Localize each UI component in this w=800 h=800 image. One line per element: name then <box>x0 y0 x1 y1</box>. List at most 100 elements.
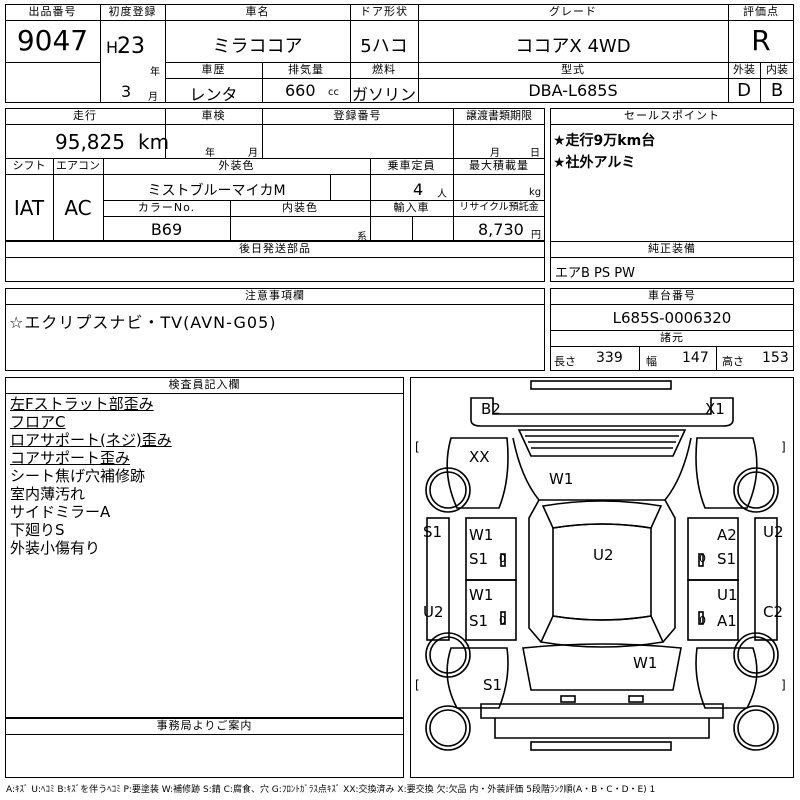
sales-points-label: セールスポイント <box>624 109 720 122</box>
first-reg-label: 初度登録 <box>108 5 157 18</box>
reg-month: 3 <box>121 82 132 101</box>
ext-color: ミストブルーマイカM <box>147 183 286 199</box>
transfer-day-unit: 日 <box>530 148 540 159</box>
caution-label: 注意事項欄 <box>245 289 305 302</box>
model-code: DBA-L685S <box>528 81 618 100</box>
load-unit: kg <box>529 187 542 198</box>
transfer-label: 譲渡書類期限 <box>466 109 532 122</box>
import-label: 輸入車 <box>393 201 430 214</box>
ac: AC <box>64 196 92 220</box>
recycle-amount: 8,730 <box>478 220 524 239</box>
inspector-note-2: フロアC <box>10 413 66 431</box>
car-name: ミラココア <box>212 36 303 57</box>
model-label: 型式 <box>561 63 585 76</box>
diagram-label-w1-fl: W1 <box>469 526 494 544</box>
diagram-label-a1-rr: A1 <box>717 612 737 630</box>
diagram-label-zero-rr: 0 <box>699 614 706 627</box>
displacement: 660 <box>285 81 316 100</box>
diagram-label-u2-right: U2 <box>763 523 784 541</box>
chassis-block <box>550 288 794 371</box>
diagram-label-b2: B2 <box>481 400 501 418</box>
mileage: 95,825 <box>55 130 125 154</box>
grade-label: グレード <box>549 5 597 18</box>
diagram-label-w1-rear: W1 <box>633 654 658 672</box>
diagram-label-s1-fr: S1 <box>717 550 737 568</box>
diagram-label-zero-fr: 0 <box>699 552 706 565</box>
diagram-bracket-r2: ] <box>781 678 786 692</box>
month-unit: 月 <box>148 92 158 103</box>
diagram-label-zero-rl: 0 <box>499 614 506 627</box>
ext-color-label: 外装色 <box>218 159 255 172</box>
ac-label: エアコン <box>56 159 100 172</box>
load-label: 最大積載量 <box>469 159 529 172</box>
width-value: 147 <box>682 350 709 366</box>
chassis-number: L685S-0006320 <box>612 309 732 327</box>
inspector-note-9: 外装小傷有り <box>10 539 101 557</box>
lot-number: 9047 <box>16 24 89 57</box>
diagram-label-u1-rr: U1 <box>717 586 738 604</box>
equipment-label: 純正装備 <box>648 242 696 255</box>
interior-label: 内装 <box>766 63 788 76</box>
inspector-note-8: 下廻りS <box>10 521 65 539</box>
sales-point-1: ★走行9万km台 <box>553 133 656 149</box>
sales-points-block <box>550 108 794 282</box>
transfer-month-unit: 月 <box>490 148 500 159</box>
mileage-label: 走行 <box>73 109 97 122</box>
office-block <box>5 718 404 778</box>
inspector-note-7: サイドミラーA <box>10 503 111 521</box>
color-no-label: カラーNo. <box>137 201 196 214</box>
fuel-label: 燃料 <box>372 63 396 76</box>
office-label: 事務局よりご案内 <box>156 719 253 732</box>
inspector-note-4: コアサポート歪み <box>10 449 131 467</box>
width-label: 幅 <box>646 355 657 368</box>
history: レンタ <box>189 85 238 104</box>
year-unit: 年 <box>150 67 160 78</box>
exterior-label: 外装 <box>733 63 755 76</box>
door-type: 5ハコ <box>360 36 408 57</box>
caution-block <box>5 288 545 371</box>
height-value: 153 <box>762 350 789 366</box>
capacity-label: 乗車定員 <box>387 159 436 172</box>
interior-grade: B <box>770 80 784 101</box>
damage-diagram: B2 X1 XX W1 S1 W1 S1 0 U2 A2 S1 0 U2 U2 … <box>410 377 794 778</box>
later-parts-label: 後日発送部品 <box>239 242 311 255</box>
diagram-label-w1-rl: W1 <box>469 586 494 604</box>
caution-value: ☆エクリプスナビ・TV(AVN-G05) <box>9 313 277 332</box>
recycle-label: リサイクル預託金 <box>459 202 539 213</box>
displacement-label: 排気量 <box>288 63 324 76</box>
shift: IAT <box>13 196 45 220</box>
door-label: ドア形状 <box>360 5 408 18</box>
inspector-block <box>5 377 404 718</box>
diagram-bracket-r1: ] <box>781 440 786 454</box>
color-no: B69 <box>150 220 183 239</box>
diagram-label-a2-fr: A2 <box>717 526 737 544</box>
fuel: ガソリン <box>351 85 416 104</box>
car-name-label: 車名 <box>245 5 270 18</box>
lot-no-label: 出品番号 <box>28 5 77 18</box>
int-color-label: 内装色 <box>282 201 318 214</box>
mileage-unit: km <box>138 130 170 154</box>
car-outline-diagram <box>425 380 779 751</box>
reg-no-label: 登録番号 <box>333 109 382 122</box>
diagram-bracket-l2: [ <box>415 678 420 692</box>
exterior-grade: D <box>737 80 751 101</box>
diagram-bracket-l1: [ <box>415 440 420 454</box>
length-value: 339 <box>596 350 623 366</box>
chassis-label: 車台番号 <box>648 289 696 302</box>
inspector-note-6: 室内薄汚れ <box>10 485 86 503</box>
diagram-label-s1-rl: S1 <box>469 612 489 630</box>
inspector-note-5: シート焦げ穴補修跡 <box>10 467 146 485</box>
capacity-unit: 人 <box>437 189 447 200</box>
diagram-label-xx: XX <box>469 448 490 466</box>
footer-legend: A:ｷｽﾞ U:ﾍｺﾐ B:ｷｽﾞを伴うﾍｺﾐ P:要塗装 W:補修跡 S:錆 … <box>6 785 656 795</box>
grade: ココアX 4WD <box>515 36 631 57</box>
inspector-note-1: 左Fストラット部歪み <box>10 395 154 413</box>
int-color-unit: 系 <box>357 232 367 243</box>
recycle-unit: 円 <box>531 230 541 241</box>
history-label: 車歴 <box>201 63 226 76</box>
score: R <box>751 24 771 57</box>
diagram-label-s1-rear: S1 <box>483 676 503 694</box>
diagram-label-s1-left: S1 <box>423 523 443 541</box>
reg-year: 23 <box>117 34 145 59</box>
diagram-label-zero-fl: 0 <box>499 552 506 565</box>
